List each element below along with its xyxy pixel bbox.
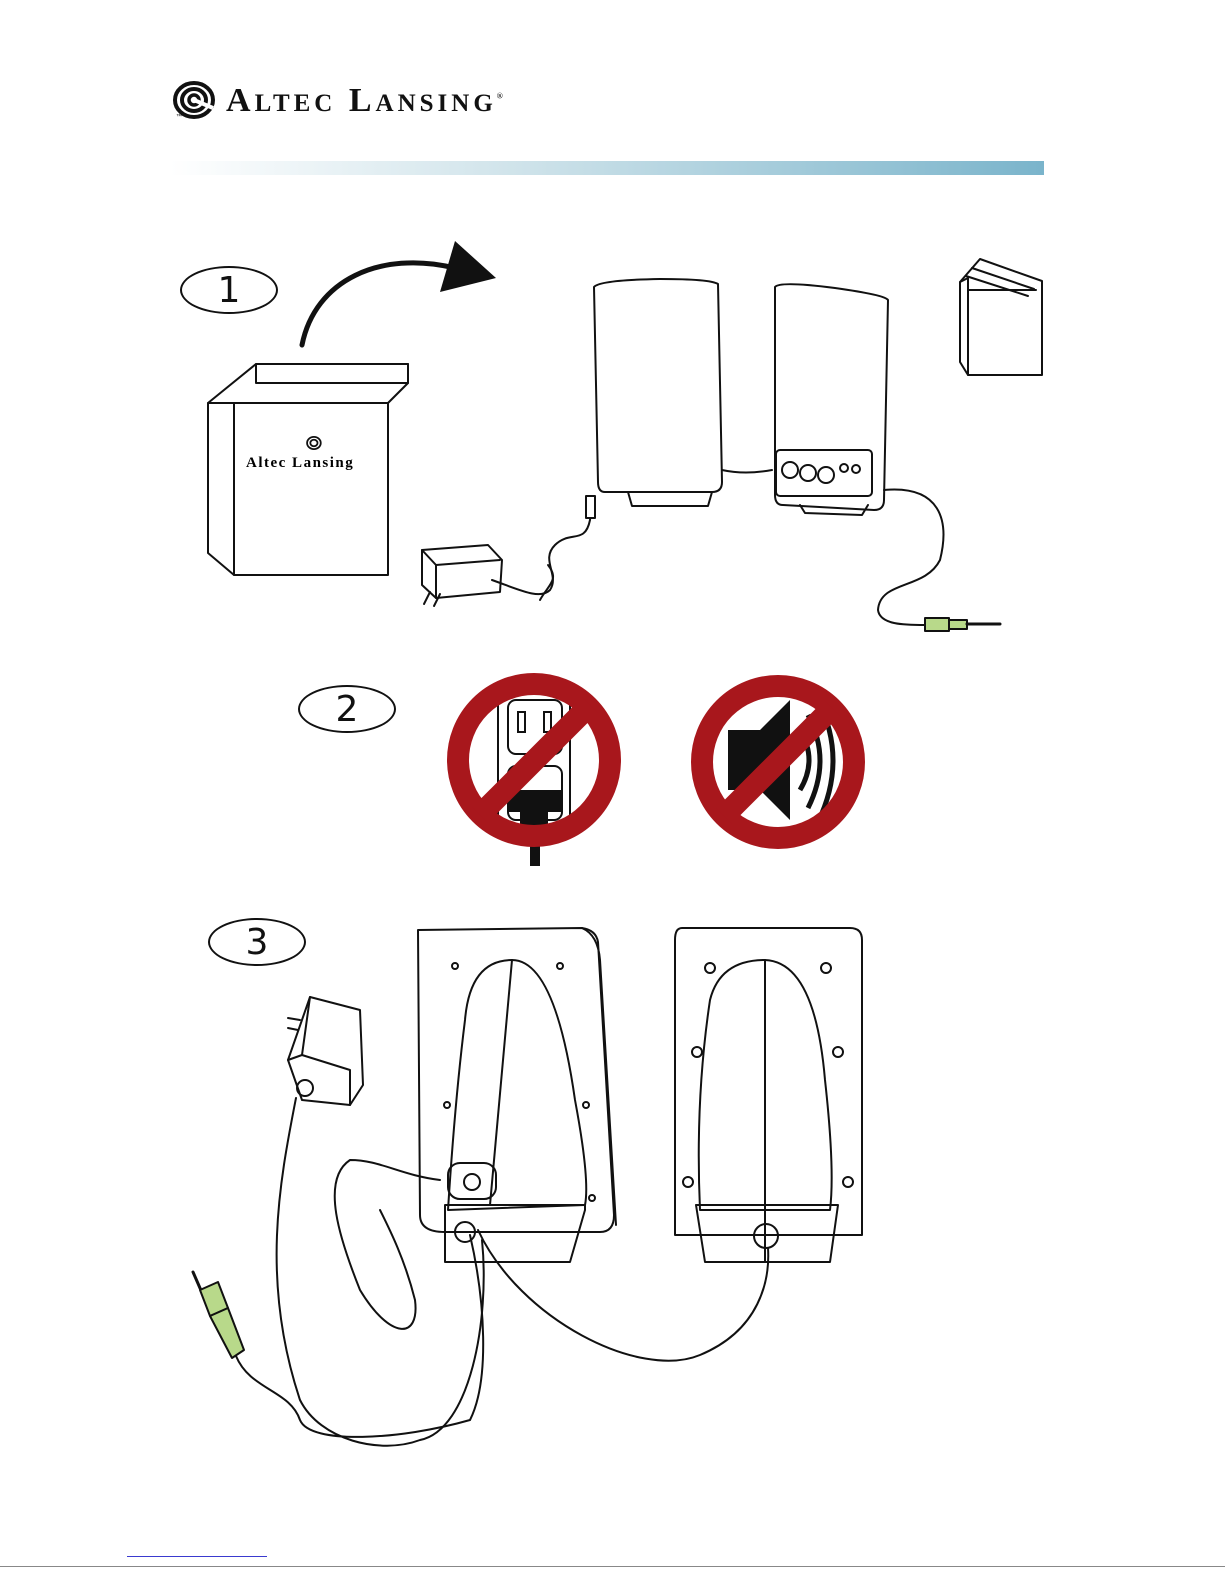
speaker-left-front: [594, 279, 722, 506]
power-adapter: [422, 496, 595, 606]
box-logo: Altec Lansing: [246, 435, 386, 475]
curved-arrow-icon: [302, 241, 496, 345]
audio-plug-green-rear: [193, 1235, 483, 1437]
power-adapter-rear: [277, 997, 484, 1446]
speaker-right-front: [775, 284, 943, 625]
no-plug-icon: [458, 684, 610, 866]
footer-rule: [0, 1566, 1225, 1567]
spiral-logo-icon: [306, 435, 324, 451]
box-brand-text: Altec Lansing: [246, 455, 354, 472]
speaker-right-rear: [478, 928, 862, 1361]
speaker-left-rear: [418, 928, 616, 1262]
no-volume-icon: [702, 686, 854, 838]
user-manual: [960, 259, 1042, 375]
audio-plug-green: [925, 618, 1000, 631]
footer-link-underline: [127, 1556, 267, 1557]
